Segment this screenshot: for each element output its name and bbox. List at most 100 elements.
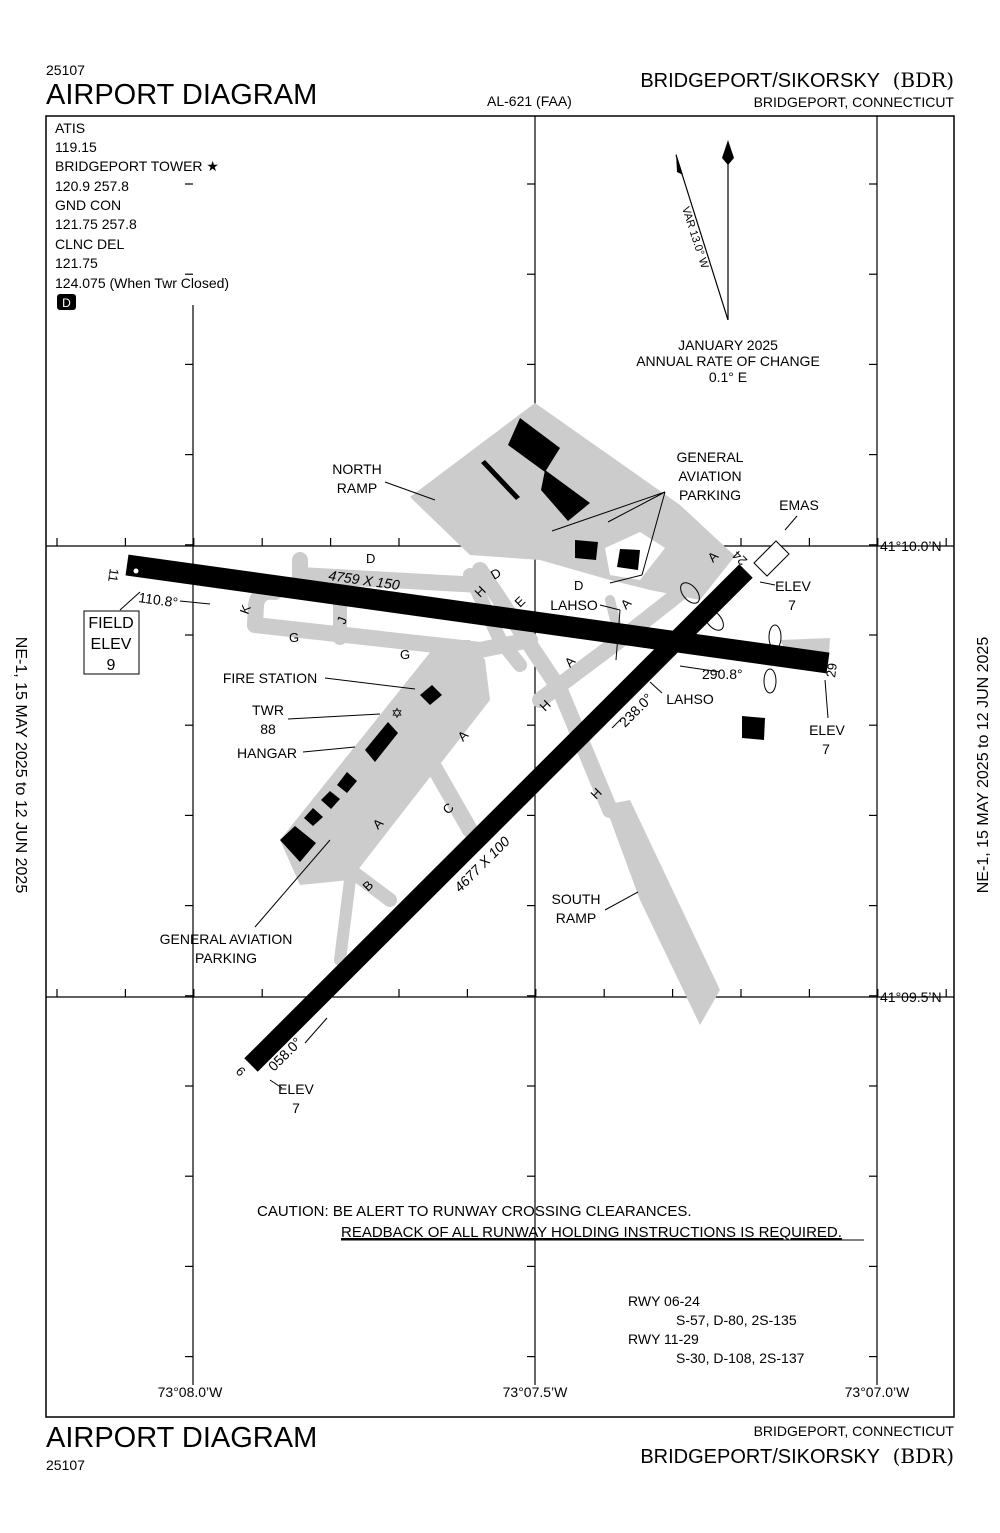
elev-24-value: 7 xyxy=(788,597,796,613)
side-date-left: NE-1, 15 MAY 2025 to 12 JUN 2025 xyxy=(12,637,29,894)
hdg-110: 110.8° xyxy=(138,589,179,610)
twr-height: 88 xyxy=(260,721,276,737)
footer-airport-id: (BDR) xyxy=(893,1444,954,1468)
leader-lines xyxy=(119,481,829,1089)
south-ramp-label: RAMP xyxy=(556,910,596,926)
south-ramp-label: SOUTH xyxy=(552,891,601,907)
buildings xyxy=(280,418,765,862)
freq-line: 121.75 257.8 xyxy=(55,216,137,232)
freq-line: 119.15 xyxy=(55,139,97,155)
north-arrow xyxy=(675,140,734,321)
caution-line-1: CAUTION: BE ALERT TO RUNWAY CROSSING CLE… xyxy=(257,1203,692,1220)
freq-line: 124.075 (When Twr Closed) xyxy=(55,275,229,291)
hdg-290: 290.8° xyxy=(702,666,743,682)
taxiways xyxy=(247,552,698,966)
taxiway-label: D xyxy=(574,578,583,593)
runway-11-29 xyxy=(125,554,830,674)
elev-6-value: 7 xyxy=(292,1100,300,1116)
lat-north: 41°10.0’N xyxy=(880,538,942,554)
lon-west: 73°08.0’W xyxy=(158,1384,224,1400)
north-ramp-label: RAMP xyxy=(337,480,377,496)
field-elev-value: 9 xyxy=(107,657,116,674)
mag-rate-label: ANNUAL RATE OF CHANGE xyxy=(636,353,820,369)
terminal-building xyxy=(508,418,560,472)
taxiway-a-west-pavement xyxy=(280,640,490,885)
annotations: NORTH RAMP GENERAL AVIATION PARKING EMAS… xyxy=(160,449,846,1116)
taxiway-label: G xyxy=(289,630,299,645)
freq-line: 120.9 257.8 xyxy=(55,178,129,194)
taxiway-label: D xyxy=(366,551,375,566)
rwy-11-label: 11 xyxy=(105,568,122,583)
lon-east: 73°07.0’W xyxy=(845,1384,911,1400)
location: BRIDGEPORT, CONNECTICUT xyxy=(754,94,955,110)
elev-29-label: ELEV xyxy=(809,722,845,738)
chart-number: 25107 xyxy=(46,62,85,78)
field-elev-label: ELEV xyxy=(91,636,132,653)
side-date-right: NE-1, 15 MAY 2025 to 12 JUN 2025 xyxy=(975,637,992,894)
footer-airport-name: BRIDGEPORT/SIKORSKY xyxy=(640,1446,880,1468)
rwy-29-label: 29 xyxy=(823,662,840,678)
d-atis-badge xyxy=(57,294,76,310)
runway-labels: 11 29 6 24 4759 X 150 4677 X 100 110.8° … xyxy=(105,548,840,1080)
runway-threshold-light xyxy=(133,568,139,574)
field-elev-label: FIELD xyxy=(88,615,133,632)
footer-location: BRIDGEPORT, CONNECTICUT xyxy=(754,1423,955,1439)
ga-parking-ne-label: GENERAL xyxy=(677,449,744,465)
twr-label: TWR xyxy=(252,702,284,718)
coordinates: 41°10.0’N 41°09.5’N 73°08.0’W 73°07.5’W … xyxy=(158,538,942,1400)
taxiway-label: J xyxy=(334,615,350,626)
lahso-label-1: LAHSO xyxy=(550,597,598,613)
d-badge-label: D xyxy=(62,296,71,310)
lat-lon-grid xyxy=(46,116,954,1385)
emas-label: EMAS xyxy=(779,497,819,513)
field-elev-box xyxy=(83,610,140,675)
freq-line: CLNC DEL xyxy=(55,236,124,252)
footer-chart-number: 25107 xyxy=(46,1457,85,1473)
strength-line: RWY 06-24 xyxy=(628,1293,700,1309)
strength-line: RWY 11-29 xyxy=(628,1331,699,1347)
north-ramp-label: NORTH xyxy=(332,461,382,477)
south-ramp-pavement xyxy=(605,800,720,1025)
fire-station-label: FIRE STATION xyxy=(223,670,317,686)
footer-title: AIRPORT DIAGRAM xyxy=(46,1422,317,1454)
tower-icon: ✡ xyxy=(391,705,403,721)
strength-line: S-57, D-80, 2S-135 xyxy=(676,1312,797,1328)
hangar-twr-building xyxy=(365,722,398,762)
airport-id: (BDR) xyxy=(893,68,954,92)
frequency-box: ATIS 119.15 BRIDGEPORT TOWER ★ 120.9 257… xyxy=(55,120,229,291)
al-number: AL-621 (FAA) xyxy=(487,93,572,109)
taxiway-label: G xyxy=(400,647,410,662)
lon-mid: 73°07.5’W xyxy=(503,1384,569,1400)
ga-parking-sw-label: GENERAL AVIATION xyxy=(160,931,293,947)
elev-24-label: ELEV xyxy=(775,578,811,594)
approach-light-symbols xyxy=(680,582,782,694)
freq-line: BRIDGEPORT TOWER ★ xyxy=(55,158,219,174)
strength-line: S-30, D-108, 2S-137 xyxy=(676,1350,805,1366)
emas-box xyxy=(753,540,790,577)
field-elevation: FIELD ELEV 9 xyxy=(88,615,133,674)
mag-rate: 0.1° E xyxy=(709,369,747,385)
freq-line: ATIS xyxy=(55,120,85,136)
freq-line: GND CON xyxy=(55,197,121,213)
runway-06-24 xyxy=(244,564,753,1072)
lat-south: 41°09.5’N xyxy=(880,989,942,1005)
mag-epoch: JANUARY 2025 xyxy=(678,337,778,353)
runway-strengths: RWY 06-24 S-57, D-80, 2S-135 RWY 11-29 S… xyxy=(628,1293,805,1366)
ga-parking-ne-label: PARKING xyxy=(679,487,741,503)
grid-ticks xyxy=(56,183,947,1358)
diagram-frame xyxy=(45,115,955,1418)
ga-parking-ne-label: AVIATION xyxy=(678,468,741,484)
airport-name: BRIDGEPORT/SIKORSKY xyxy=(640,70,880,92)
lahso-label-2: LAHSO xyxy=(666,691,714,707)
ga-parking-sw-label: PARKING xyxy=(195,950,257,966)
elev-29-value: 7 xyxy=(822,741,830,757)
rwy-6-label: 6 xyxy=(233,1064,249,1080)
caution-line-2: READBACK OF ALL RUNWAY HOLDING INSTRUCTI… xyxy=(341,1224,842,1241)
freq-line: 121.75 xyxy=(55,255,98,271)
elev-6-label: ELEV xyxy=(278,1081,314,1097)
hangar-label: HANGAR xyxy=(237,745,297,761)
rwy-24-label: 24 xyxy=(729,548,750,569)
hangar-building xyxy=(541,470,590,521)
